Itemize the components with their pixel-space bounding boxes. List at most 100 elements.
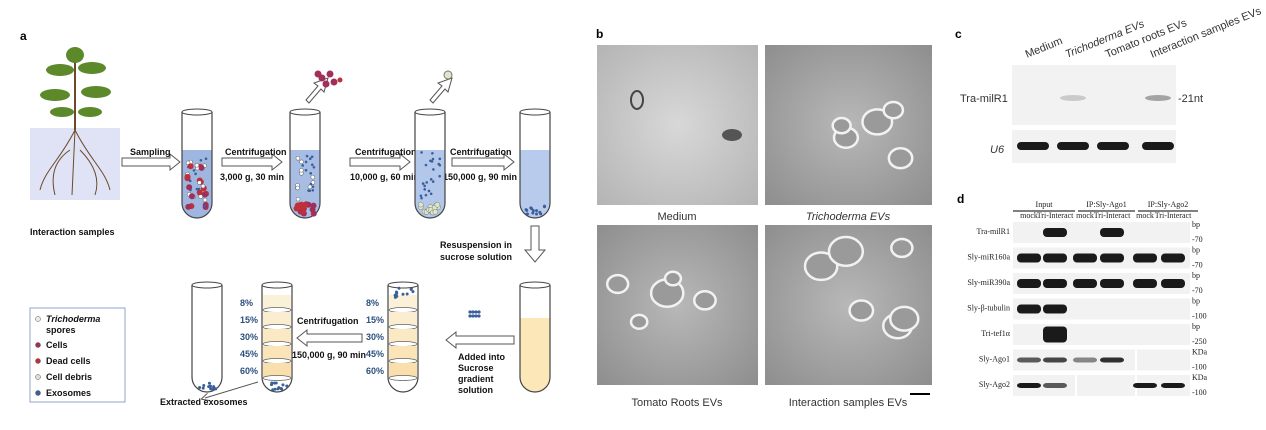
particle (299, 159, 304, 165)
particle (525, 212, 529, 216)
particle (411, 290, 415, 294)
em-background (597, 45, 758, 205)
arrow-icon (121, 152, 181, 172)
sampling-label: Sampling (130, 147, 171, 157)
particle (418, 201, 424, 208)
particle (212, 385, 216, 389)
dead-cell (337, 77, 343, 83)
particle (310, 174, 316, 180)
gradient-boundary (262, 375, 292, 381)
centrifugation-label-2: Centrifugation (355, 147, 417, 157)
band (1017, 279, 1041, 288)
gradient-boundary (388, 324, 418, 330)
particle (196, 189, 203, 196)
vesicle (605, 273, 630, 295)
particle (272, 381, 276, 385)
tube-gradient-loaded: 8%15%30%45%60% (366, 281, 419, 393)
marker-21nt: -21nt (1178, 93, 1203, 105)
particle (198, 164, 205, 171)
step4-label: 150,000 g, 90 min (292, 350, 366, 360)
particle (431, 180, 435, 183)
gel-row (1137, 349, 1190, 371)
tube-outline (261, 285, 293, 393)
gradient-boundary (388, 375, 418, 381)
exosome-cluster (474, 310, 478, 314)
panel-label-a: a (20, 29, 27, 43)
particle (276, 387, 280, 391)
gradient-layer (263, 295, 291, 310)
lane-header: Tri-Interact (1094, 211, 1131, 220)
vesicle (890, 237, 914, 259)
gel-row (1013, 298, 1190, 320)
band (1043, 228, 1067, 237)
particle (300, 208, 307, 215)
tube-outline (191, 285, 223, 393)
row-label: Sly-miR390a (967, 278, 1010, 287)
centrifugation-label-1: Centrifugation (225, 147, 287, 157)
particle (311, 188, 315, 192)
panel-label-c: c (955, 27, 962, 41)
panel-label-d: d (957, 192, 964, 206)
particle (531, 209, 535, 213)
gel-row (1013, 324, 1190, 345)
tube-liquid (415, 150, 445, 218)
band (1161, 279, 1185, 288)
particle (535, 209, 539, 213)
band (1100, 357, 1124, 363)
particle (294, 202, 301, 209)
particle (187, 163, 194, 170)
row-marker: -70 (1192, 261, 1203, 270)
vesicle (882, 100, 905, 120)
band-u6 (1017, 142, 1049, 150)
particle (295, 156, 301, 161)
particle (309, 172, 313, 175)
tube-sample (181, 108, 213, 219)
particle (310, 210, 317, 217)
arrow-icon (451, 152, 515, 172)
gradient-label-60: 60% (240, 366, 258, 376)
band (1133, 253, 1157, 263)
particle (312, 165, 316, 169)
row-marker: -100 (1192, 363, 1207, 372)
gradient-label-8: 8% (240, 298, 253, 308)
arrow-icon (205, 381, 259, 398)
particle (201, 191, 208, 198)
particle (420, 196, 423, 200)
particle (429, 192, 433, 196)
gradient-layer (389, 346, 417, 361)
tube-after-3000g (289, 108, 321, 219)
row-unit: bp (1192, 271, 1200, 280)
band (1133, 383, 1157, 388)
row-marker: -250 (1192, 337, 1207, 346)
gradient-label-8: 8% (366, 298, 379, 308)
particle (295, 196, 301, 202)
tube-after-10000g (414, 108, 446, 219)
particle (405, 292, 409, 296)
band (1161, 383, 1185, 388)
row-unit: bp (1192, 220, 1200, 229)
row-marker: -100 (1192, 388, 1207, 397)
gradient-boundary (388, 358, 418, 364)
row-label: Tra-milR1 (977, 227, 1011, 236)
cells-cluster (314, 70, 322, 78)
exosome-cluster (471, 314, 475, 318)
gradient-layer (389, 329, 417, 344)
lane-header: Tri-Interact (1155, 211, 1192, 220)
particle (423, 188, 426, 191)
particle (429, 178, 433, 181)
band (1017, 357, 1041, 363)
particle (197, 180, 202, 185)
row-marker: -100 (1192, 312, 1207, 321)
legend-label: Trichoderma (46, 314, 100, 324)
tube-outline (519, 285, 551, 393)
gradient-layer (263, 329, 291, 344)
particle (394, 290, 398, 294)
particle (419, 194, 423, 198)
arrow-icon (445, 330, 515, 350)
particle (310, 155, 314, 159)
particle (192, 169, 196, 172)
particle (438, 157, 442, 161)
band (1133, 279, 1157, 288)
row-marker: -70 (1192, 286, 1203, 295)
